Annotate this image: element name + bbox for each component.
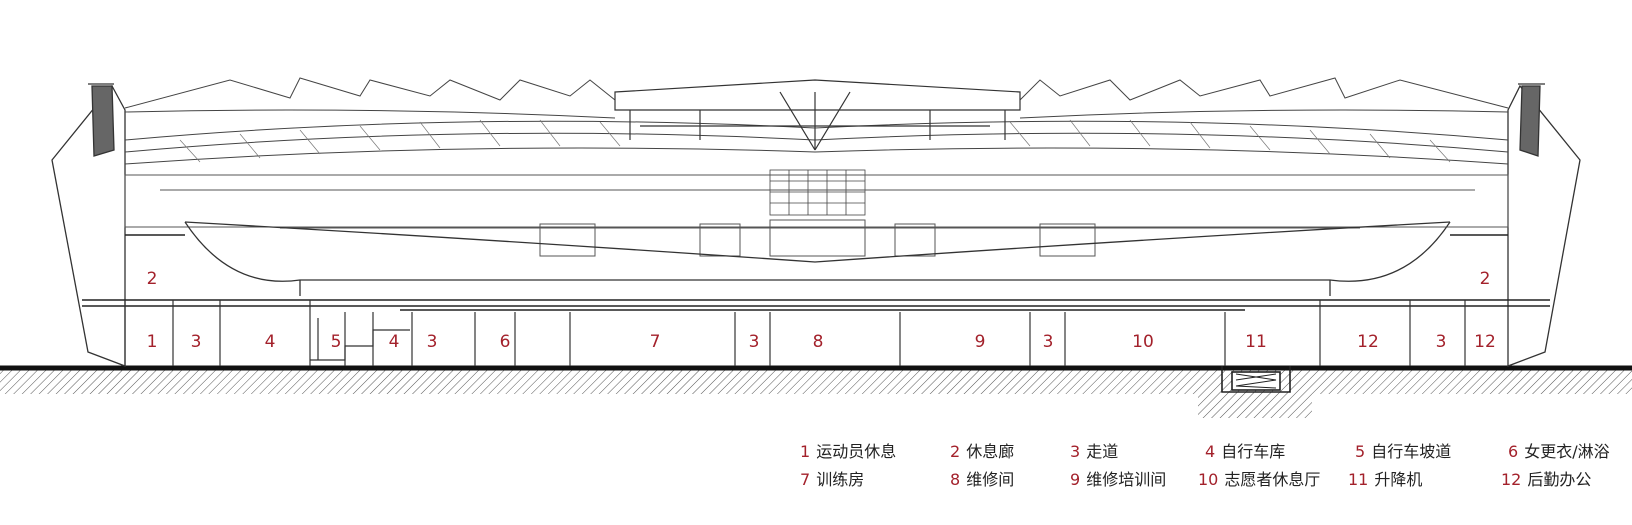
legend-number: 6: [1508, 442, 1519, 461]
legend-number: 4: [1205, 442, 1216, 461]
roof-sawtooth: [124, 77, 1509, 165]
room-label-2: 2: [1480, 269, 1491, 289]
room-label-5: 5: [331, 332, 342, 352]
roof-truss-web: [179, 119, 1451, 163]
facade-shell: [51, 83, 1581, 367]
legend-label: 运动员休息: [816, 442, 897, 461]
room-label-12: 12: [1357, 332, 1379, 352]
legend-item: 4 自行车库: [1205, 442, 1285, 462]
legend-item: 2 休息廊: [950, 442, 1014, 462]
legend-number: 8: [950, 470, 961, 489]
legend-item: 1 运动员休息: [800, 442, 896, 462]
room-label-2: 2: [147, 269, 158, 289]
legend-label: 训练房: [816, 470, 865, 489]
scoreboard: [769, 169, 866, 216]
room-label-12: 12: [1474, 332, 1496, 352]
legend-label: 休息廊: [966, 442, 1015, 461]
room-labels: 1 3 4 5 4 3 6 7 3 8 9 3 10 11 12 3 12 2 …: [147, 269, 1496, 352]
room-label-3: 3: [427, 332, 438, 352]
ground-hatch: [0, 368, 1632, 394]
legend-item: 7 训练房: [800, 470, 864, 490]
legend-item: 3 走道: [1070, 442, 1118, 462]
room-label-3: 3: [191, 332, 202, 352]
legend-label: 自行车库: [1221, 442, 1286, 461]
legend-label: 后勤办公: [1527, 470, 1592, 489]
legend-item: 9 维修培训间: [1070, 470, 1166, 490]
room-label-3: 3: [1436, 332, 1447, 352]
room-label-10: 10: [1132, 332, 1154, 352]
room-legend: 1 运动员休息 2 休息廊 3 走道 4 自行车库 5 自行车坡道 6 女更衣/淋浴 7 训练…: [800, 442, 1630, 502]
room-label-9: 9: [975, 332, 986, 352]
bicycle-ramp: [310, 318, 410, 361]
legend-item: 8 维修间: [950, 470, 1014, 490]
legend-label: 维修间: [966, 470, 1015, 489]
legend-item: 10 志愿者休息厅: [1198, 470, 1320, 490]
room-label-3: 3: [1043, 332, 1054, 352]
room-label-1: 1: [147, 332, 158, 352]
legend-label: 志愿者休息厅: [1224, 470, 1321, 489]
legend-label: 自行车坡道: [1371, 442, 1452, 461]
legend-number: 9: [1070, 470, 1081, 489]
lift-pit: [1221, 366, 1291, 393]
room-label-11: 11: [1245, 332, 1267, 352]
central-truss: [614, 79, 1021, 151]
ground-floor-partitions: [124, 300, 1466, 366]
legend-number: 10: [1198, 470, 1219, 489]
legend-label: 维修培训间: [1086, 470, 1167, 489]
legend-item: 5 自行车坡道: [1355, 442, 1451, 462]
room-label-7: 7: [650, 332, 661, 352]
room-label-6: 6: [500, 332, 511, 352]
legend-number: 5: [1355, 442, 1366, 461]
floor-slabs: [82, 234, 1550, 311]
legend-number: 7: [800, 470, 811, 489]
room-label-8: 8: [813, 332, 824, 352]
seating-bowl: [184, 221, 1451, 296]
legend-number: 1: [800, 442, 811, 461]
legend-item: 11 升降机: [1348, 470, 1422, 490]
upper-concourse: [124, 174, 1509, 257]
legend-label: 女更衣/淋浴: [1524, 442, 1610, 461]
room-label-3: 3: [749, 332, 760, 352]
legend-item: 12 后勤办公: [1501, 470, 1591, 490]
pit-hatch: [1198, 394, 1312, 418]
room-label-4: 4: [389, 332, 400, 352]
legend-number: 3: [1070, 442, 1081, 461]
legend-number: 11: [1348, 470, 1369, 489]
legend-number: 12: [1501, 470, 1522, 489]
room-label-4: 4: [265, 332, 276, 352]
legend-label: 升降机: [1374, 470, 1423, 489]
legend-item: 6 女更衣/淋浴: [1508, 442, 1610, 462]
legend-number: 2: [950, 442, 961, 461]
legend-label: 走道: [1086, 442, 1119, 461]
